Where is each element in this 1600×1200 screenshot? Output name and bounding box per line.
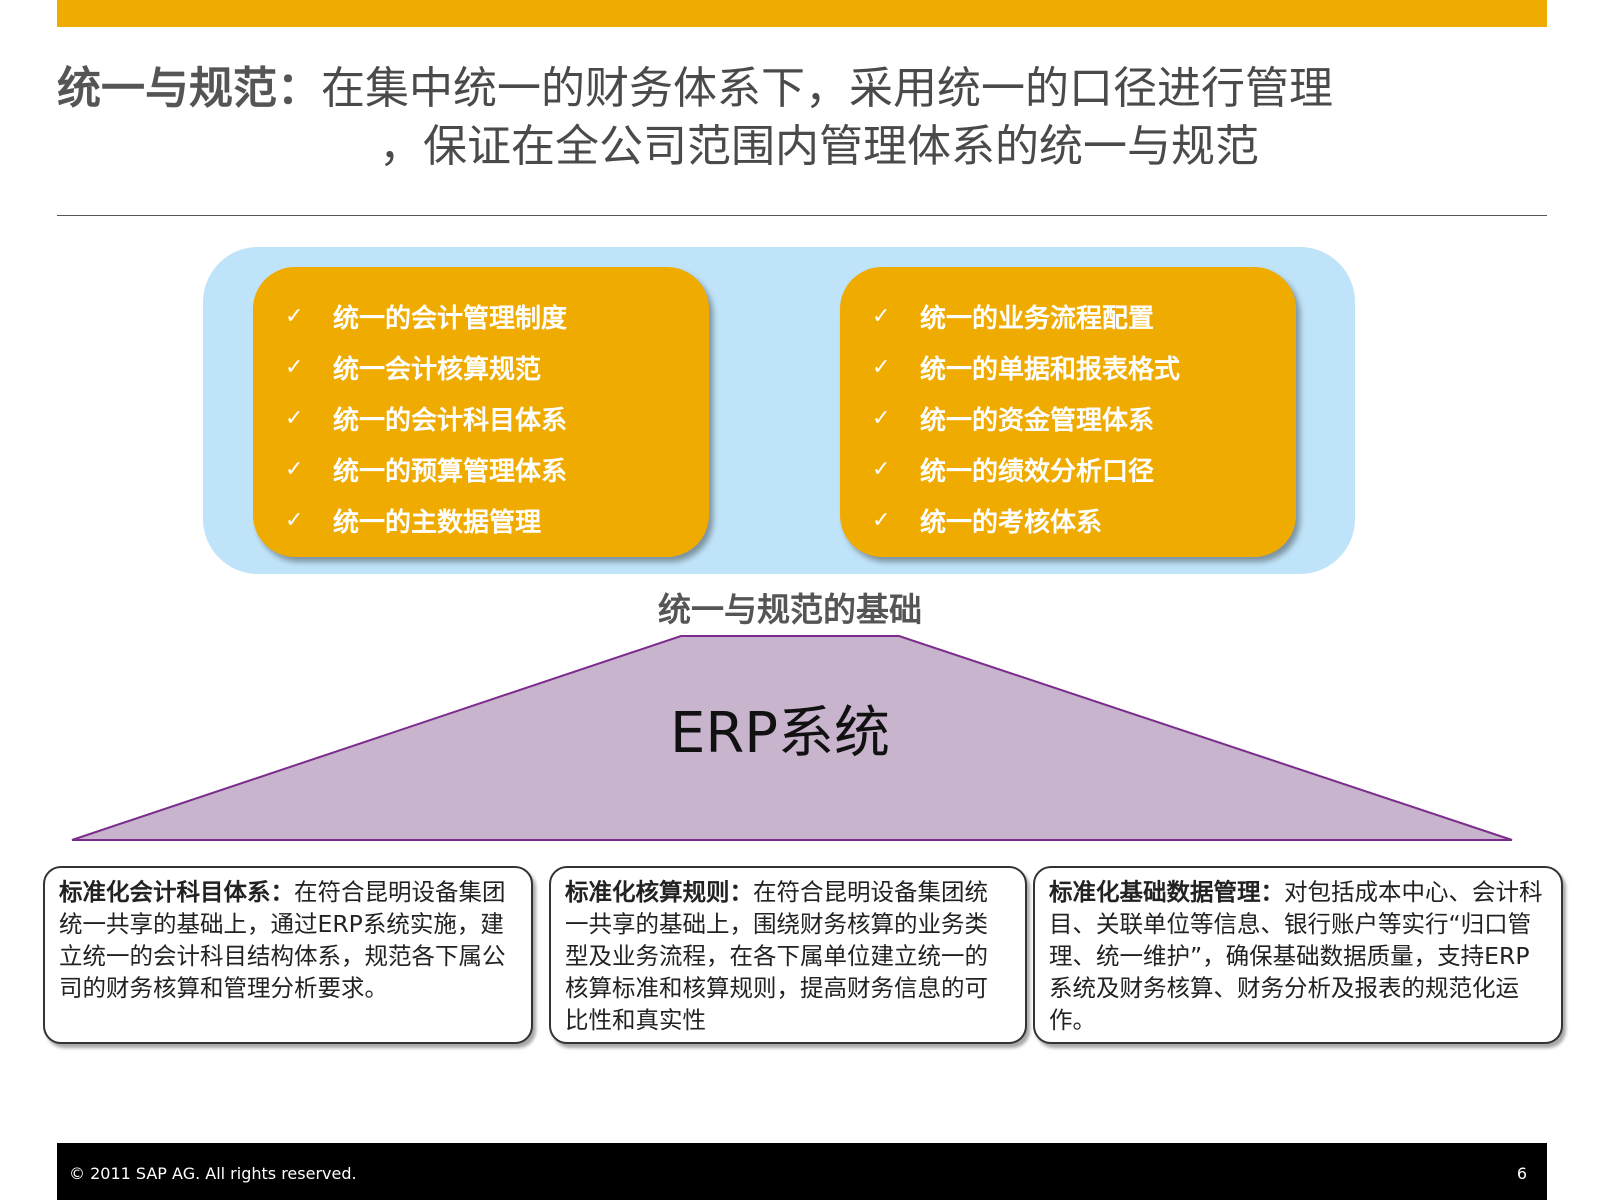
principle-item: ✓ 统一的会计科目体系 xyxy=(285,393,709,444)
card-title: 标准化核算规则： xyxy=(565,878,753,906)
check-icon: ✓ xyxy=(285,508,304,533)
principles-box-left: ✓ 统一的会计管理制度 ✓ 统一会计核算规范 ✓ 统一的会计科目体系 ✓ 统一的预算管理… xyxy=(253,267,709,557)
principle-label: 统一的业务流程配置 xyxy=(920,304,1155,334)
check-icon: ✓ xyxy=(872,406,891,431)
title-lead: 统一与规范： xyxy=(57,63,321,114)
page-number: 6 xyxy=(1516,1164,1527,1183)
principle-label: 统一的会计管理制度 xyxy=(333,304,568,334)
principle-label: 统一的主数据管理 xyxy=(333,508,542,538)
check-icon: ✓ xyxy=(872,355,891,380)
principle-label: 统一的资金管理体系 xyxy=(920,406,1155,436)
principles-box-right: ✓ 统一的业务流程配置 ✓ 统一的单据和报表格式 ✓ 统一的资金管理体系 ✓ 统一的绩效… xyxy=(840,267,1296,557)
erp-system-label: ERP系统 xyxy=(669,701,891,766)
check-icon: ✓ xyxy=(285,406,304,431)
card-title: 标准化基础数据管理： xyxy=(1049,878,1284,906)
principle-label: 统一会计核算规范 xyxy=(333,355,542,385)
title-line-2: ，保证在全公司范围内管理体系的统一与规范 xyxy=(379,121,1259,172)
principle-item: ✓ 统一的绩效分析口径 xyxy=(872,444,1296,495)
check-icon: ✓ xyxy=(285,457,304,482)
principle-label: 统一的考核体系 xyxy=(920,508,1103,538)
check-icon: ✓ xyxy=(872,304,891,329)
card-body: 对包括成本中心、会计科目、关联单位等信息、银行账户等实行“归口管理、统一维护”，… xyxy=(1049,878,1543,1034)
principle-item: ✓ 统一的单据和报表格式 xyxy=(872,342,1296,393)
principle-item: ✓ 统一会计核算规范 xyxy=(285,342,709,393)
principle-item: ✓ 统一的考核体系 xyxy=(872,495,1296,546)
principle-item: ✓ 统一的会计管理制度 xyxy=(285,291,709,342)
standard-card-rules: 标准化核算规则：在符合昆明设备集团统一共享的基础上，围绕财务核算的业务类型及业务… xyxy=(549,866,1027,1044)
check-icon: ✓ xyxy=(872,508,891,533)
principle-item: ✓ 统一的业务流程配置 xyxy=(872,291,1296,342)
top-accent-bar xyxy=(57,0,1547,27)
title-divider xyxy=(57,215,1547,216)
copyright-text: © 2011 SAP AG. All rights reserved. xyxy=(69,1164,357,1183)
standard-card-master-data: 标准化基础数据管理：对包括成本中心、会计科目、关联单位等信息、银行账户等实行“归… xyxy=(1033,866,1563,1044)
foundation-label: 统一与规范的基础 xyxy=(658,590,922,629)
check-icon: ✓ xyxy=(285,304,304,329)
card-title: 标准化会计科目体系： xyxy=(59,878,294,906)
card-body: 在符合昆明设备集团统一共享的基础上，围绕财务核算的业务类型及业务流程，在各下属单… xyxy=(565,878,988,1034)
title-line-1: 在集中统一的财务体系下，采用统一的口径进行管理 xyxy=(321,63,1333,114)
footer-bar: © 2011 SAP AG. All rights reserved. 6 xyxy=(57,1143,1547,1200)
principle-item: ✓ 统一的预算管理体系 xyxy=(285,444,709,495)
principle-label: 统一的会计科目体系 xyxy=(333,406,568,436)
standard-card-accounts: 标准化会计科目体系：在符合昆明设备集团统一共享的基础上，通过ERP系统实施，建立… xyxy=(43,866,533,1044)
slide-title: 统一与规范：在集中统一的财务体系下，采用统一的口径进行管理 ，保证在全公司范围内… xyxy=(57,60,1547,176)
principle-item: ✓ 统一的资金管理体系 xyxy=(872,393,1296,444)
check-icon: ✓ xyxy=(872,457,891,482)
principle-label: 统一的单据和报表格式 xyxy=(920,355,1181,385)
principle-label: 统一的预算管理体系 xyxy=(333,457,568,487)
check-icon: ✓ xyxy=(285,355,304,380)
principle-label: 统一的绩效分析口径 xyxy=(920,457,1155,487)
card-body: 在符合昆明设备集团统一共享的基础上，通过ERP系统实施，建立统一的会计科目结构体… xyxy=(59,878,506,1002)
principle-item: ✓ 统一的主数据管理 xyxy=(285,495,709,546)
